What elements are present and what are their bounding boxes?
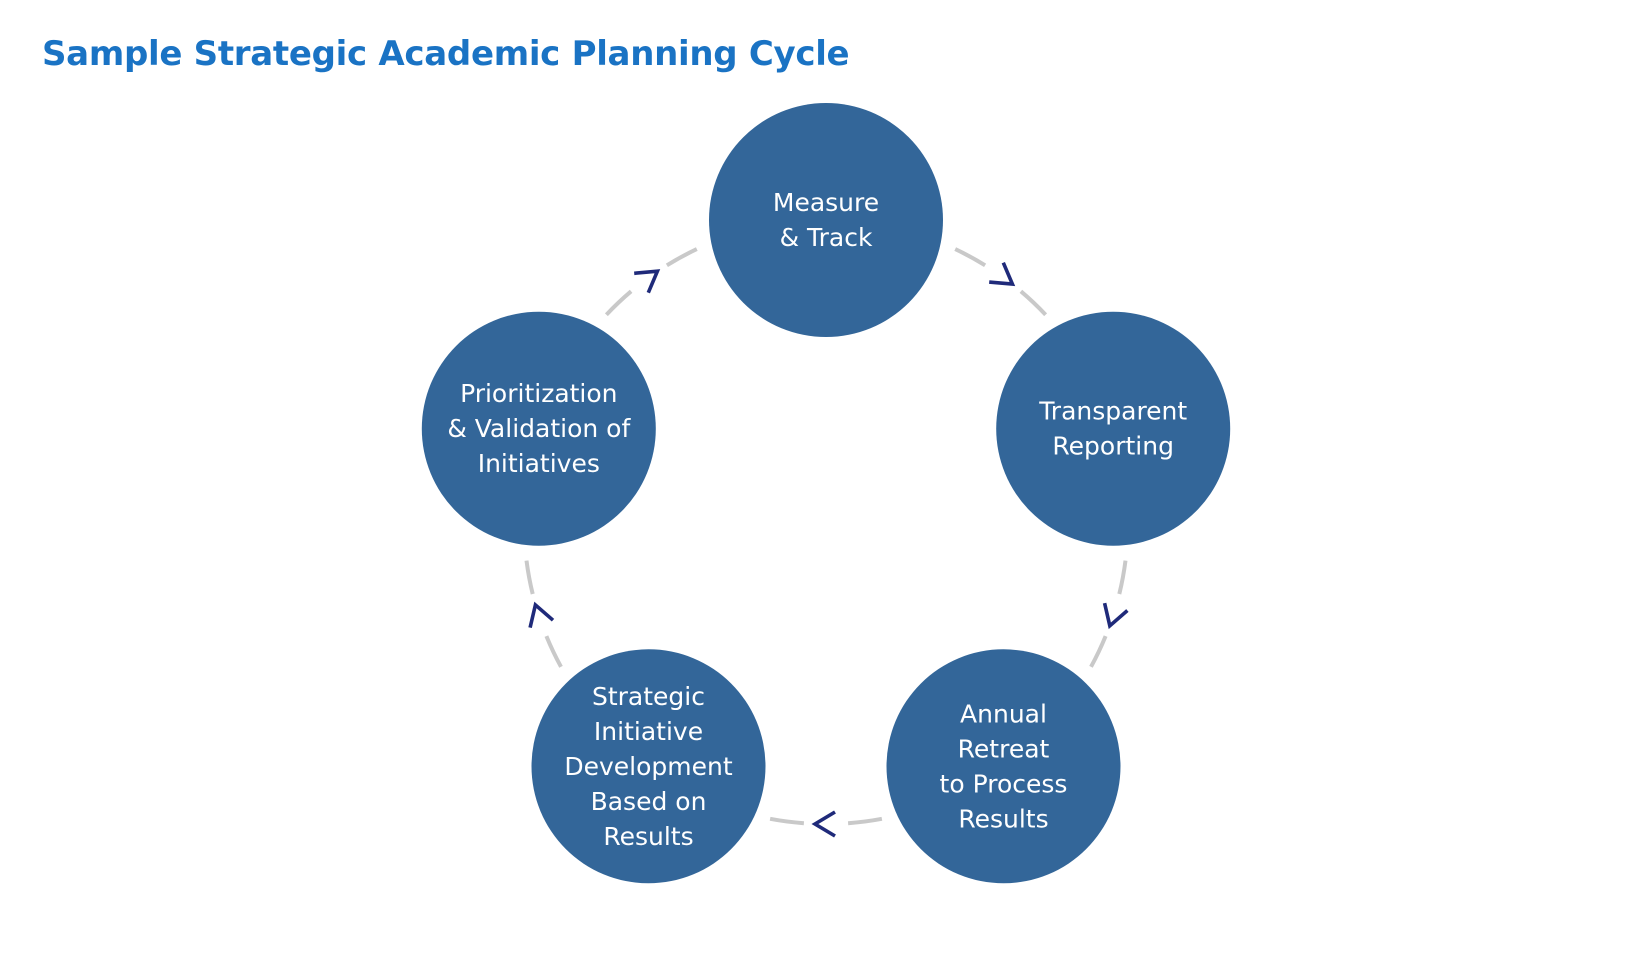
node-circle-transparent-reporting (996, 311, 1231, 546)
direction-chevron-icon-4 (528, 601, 555, 629)
node-label-annual-retreat-line-1: Annual (960, 699, 1047, 728)
node-circle-annual-retreat (886, 649, 1121, 884)
connector-arc-5-a (604, 289, 633, 317)
direction-chevron-icon-3 (811, 810, 836, 838)
connector-arc-3-a (847, 816, 883, 826)
connector-arc-5-b (665, 247, 698, 268)
node-label-annual-retreat-line-3: to Process (940, 769, 1068, 798)
node-label-transparent-reporting-line-1: Transparent (1038, 397, 1187, 426)
connector-arc-4-a (544, 635, 563, 668)
node-label-strategic-initiative-development-line-5: Results (603, 822, 693, 851)
node-label-prioritization-validation-line-1: Prioritization (460, 379, 617, 408)
node-label-measure-track-line-2: & Track (780, 223, 873, 252)
connector-arc-2-a (1117, 560, 1128, 595)
node-label-transparent-reporting-line-2: Reporting (1052, 432, 1174, 461)
node-label-strategic-initiative-development-line-2: Initiative (594, 717, 703, 746)
cycle-connectors (524, 247, 1129, 838)
node-label-strategic-initiative-development-line-3: Development (564, 752, 732, 781)
connector-arc-1-a (954, 247, 987, 268)
node-circle-prioritization-validation (421, 311, 656, 546)
connector-arc-1-b (1019, 289, 1048, 317)
node-label-annual-retreat-line-2: Retreat (958, 734, 1050, 763)
direction-chevron-icon-1 (989, 261, 1016, 287)
node-label-prioritization-validation-line-3: Initiatives (478, 449, 600, 478)
node-circle-measure-track (709, 103, 943, 337)
direction-chevron-icon-5 (634, 269, 661, 294)
connector-arc-4-b (524, 560, 535, 595)
node-label-annual-retreat-line-4: Results (958, 804, 1048, 833)
node-label-measure-track-line-1: Measure (773, 188, 879, 217)
diagram-title: Sample Strategic Academic Planning Cycle (42, 34, 850, 74)
direction-chevron-icon-2 (1102, 602, 1129, 630)
connector-arc-3-b (769, 816, 805, 826)
cycle-node-prioritization-validation: Prioritization & Validation of Initiatives (421, 311, 656, 546)
node-label-prioritization-validation-line-2: & Validation of (447, 414, 631, 443)
cycle-nodes: Measure & TrackTransparentReportingAnnual… (421, 103, 1231, 884)
node-circle-strategic-initiative-development (531, 649, 766, 884)
cycle-node-measure-track: Measure & Track (709, 103, 943, 337)
node-label-strategic-initiative-development-line-4: Based on (591, 787, 707, 816)
connector-arc-2-b (1089, 635, 1108, 668)
node-label-strategic-initiative-development-line-1: Strategic (592, 682, 705, 711)
